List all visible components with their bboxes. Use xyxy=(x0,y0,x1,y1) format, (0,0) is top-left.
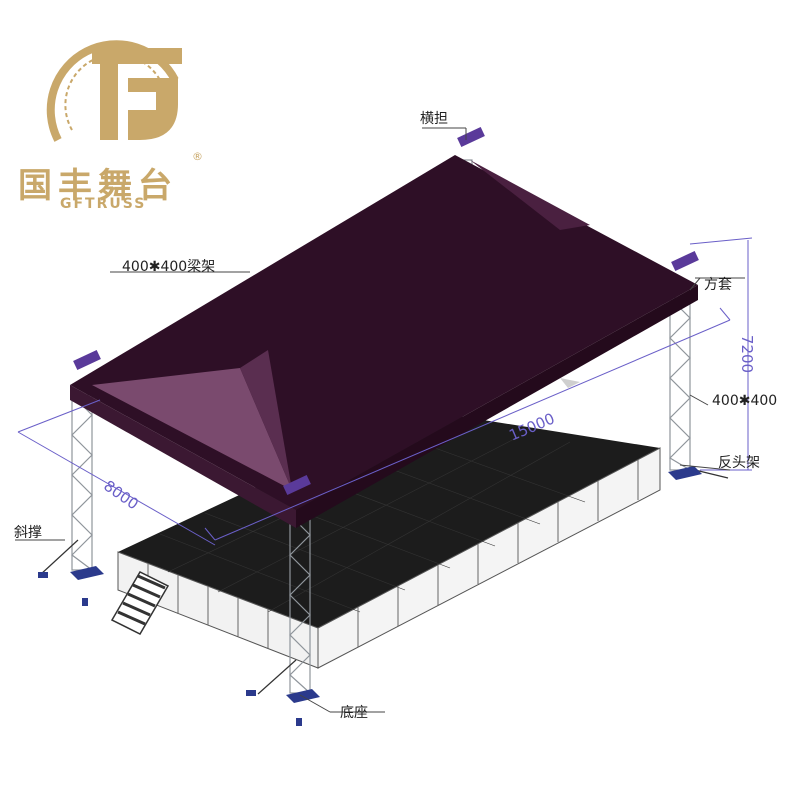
brand-reg-mark: ® xyxy=(192,150,203,163)
brand-name-cn: 国丰舞台 xyxy=(18,166,178,206)
stage-platform xyxy=(117,410,661,669)
label-sleeve: 方套 xyxy=(704,277,732,293)
bases xyxy=(38,466,702,726)
dim-height: 7200 xyxy=(738,334,757,374)
label-truss-column: 400✱400 xyxy=(712,393,778,409)
label-base: 底座 xyxy=(340,705,368,721)
braces xyxy=(39,469,729,695)
stairs xyxy=(110,571,170,635)
label-crossbar: 横担 xyxy=(420,111,448,127)
leader-lines xyxy=(15,127,745,713)
brand-logo xyxy=(46,40,182,142)
label-truss-roof: 400✱400梁架 xyxy=(122,259,216,275)
roof xyxy=(70,155,698,528)
crossbars xyxy=(73,126,699,496)
label-brace: 斜撑 xyxy=(14,525,42,541)
label-reverse-support: 反头架 xyxy=(718,455,760,471)
truss-column-left xyxy=(71,394,93,571)
brand-name-en: GFTRUSS xyxy=(60,196,147,212)
dimension-lines xyxy=(17,237,753,546)
truss-column-right xyxy=(669,297,691,471)
